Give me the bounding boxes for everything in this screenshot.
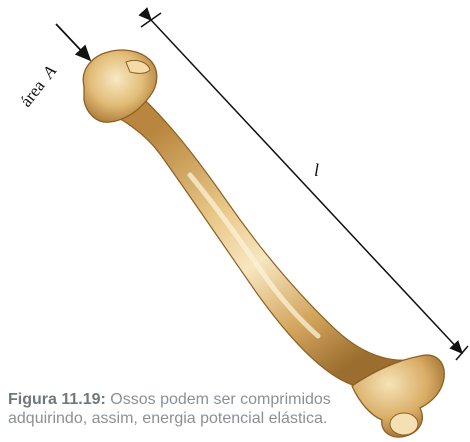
area-symbol: A	[38, 61, 60, 82]
area-arrow	[56, 24, 90, 60]
area-indicator: área A	[16, 24, 90, 110]
figure-label: Figura 11.19:	[8, 391, 106, 408]
bone-condyle	[390, 413, 418, 435]
bone-shaft	[110, 88, 424, 388]
length-label: l	[314, 160, 319, 180]
area-word: área	[16, 76, 49, 110]
bone	[83, 50, 444, 437]
figure-caption: Figura 11.19: Ossos podem ser comprimido…	[8, 390, 338, 428]
area-label: área A	[16, 61, 60, 110]
